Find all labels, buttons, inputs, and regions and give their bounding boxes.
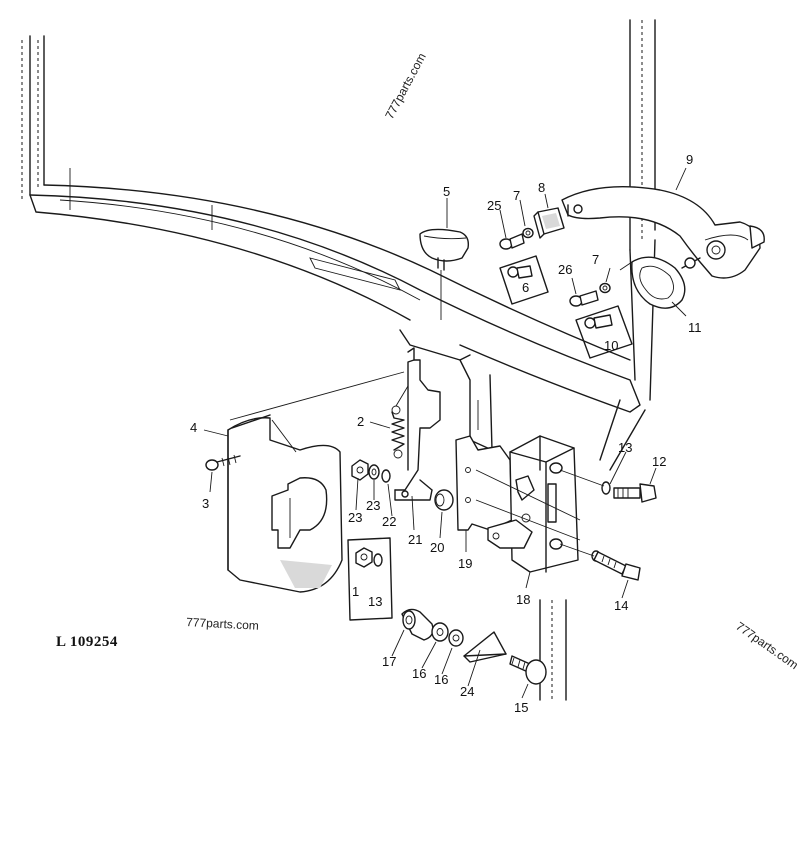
- callout-16a: 16: [412, 666, 426, 681]
- callout-14: 14: [614, 598, 628, 613]
- callout-7b: 7: [592, 252, 599, 267]
- part-14-bolt: [591, 550, 641, 581]
- watermark-middle: 777parts.com: [186, 615, 259, 633]
- callout-9: 9: [686, 152, 693, 167]
- callout-18: 18: [516, 592, 530, 607]
- part-2-spring: [391, 385, 409, 459]
- part-17-pivot-bushing: [401, 608, 434, 641]
- part-25-screw: [499, 233, 525, 250]
- leader-lines-12-14: [559, 469, 605, 557]
- part-11-bushing: [619, 256, 701, 309]
- part-7-washer-upper: [522, 227, 534, 239]
- callout-13a: 13: [368, 594, 382, 609]
- part-22-washer: [381, 469, 391, 483]
- part-15-bolt: [509, 655, 547, 685]
- callout-23a: 23: [348, 510, 362, 525]
- callout-10: 10: [604, 338, 618, 353]
- callout-2: 2: [357, 414, 364, 429]
- callout-numbers: 5 8 7 25 9 6 26 7 10 11 4 2 3 23 23 22 2…: [190, 152, 702, 715]
- part-10-boxed-bolt: [575, 305, 633, 359]
- callout-7a: 7: [513, 188, 520, 203]
- callout-1: 1: [352, 584, 359, 599]
- callout-leaders: [203, 167, 687, 699]
- part-12-bolt: [613, 483, 657, 503]
- cab-frame: [21, 19, 656, 701]
- part-24-plate: [463, 631, 507, 663]
- leader-line-4: [229, 371, 405, 421]
- leader-lines-18: [475, 469, 581, 541]
- part-9-handle: [561, 185, 765, 279]
- part-20-roller: [434, 489, 454, 511]
- part-23-washer: [368, 464, 380, 480]
- callout-19: 19: [458, 556, 472, 571]
- callout-26: 26: [558, 262, 572, 277]
- callout-23b: 23: [366, 498, 380, 513]
- drawing-reference: L 109254: [56, 634, 118, 650]
- part-16-washer-b: [448, 629, 464, 647]
- callout-3: 3: [202, 496, 209, 511]
- part-4-cover: [227, 414, 343, 593]
- callout-21: 21: [408, 532, 422, 547]
- callout-5: 5: [443, 184, 450, 199]
- part-16-washer-a: [431, 622, 449, 642]
- part-7-washer-lower: [599, 282, 611, 294]
- part-1-13-boxed: [347, 537, 393, 621]
- part-8-bracket: [533, 207, 565, 239]
- callout-16b: 16: [434, 672, 448, 687]
- part-21-latch-rod: [394, 347, 441, 501]
- callout-11: 11: [688, 320, 702, 335]
- callout-22: 22: [382, 514, 396, 529]
- part-23-nut: [351, 459, 369, 481]
- callout-20: 20: [430, 540, 444, 555]
- callout-15: 15: [514, 700, 528, 715]
- part-3-screw: [205, 454, 241, 471]
- callout-13b: 13: [618, 440, 632, 455]
- callout-4: 4: [190, 420, 197, 435]
- watermark-right: 777parts.com: [733, 619, 800, 672]
- part-6-boxed-bolt: [499, 255, 549, 305]
- watermark-top: 777parts.com: [382, 51, 428, 122]
- callout-6: 6: [522, 280, 529, 295]
- callout-12: 12: [652, 454, 666, 469]
- callout-17: 17: [382, 654, 396, 669]
- callout-24: 24: [460, 684, 474, 699]
- part-5-knob: [419, 228, 470, 320]
- part-26-screw: [569, 290, 599, 307]
- part-13-washer-right: [601, 481, 611, 495]
- callout-25: 25: [487, 198, 501, 213]
- callout-8: 8: [538, 180, 545, 195]
